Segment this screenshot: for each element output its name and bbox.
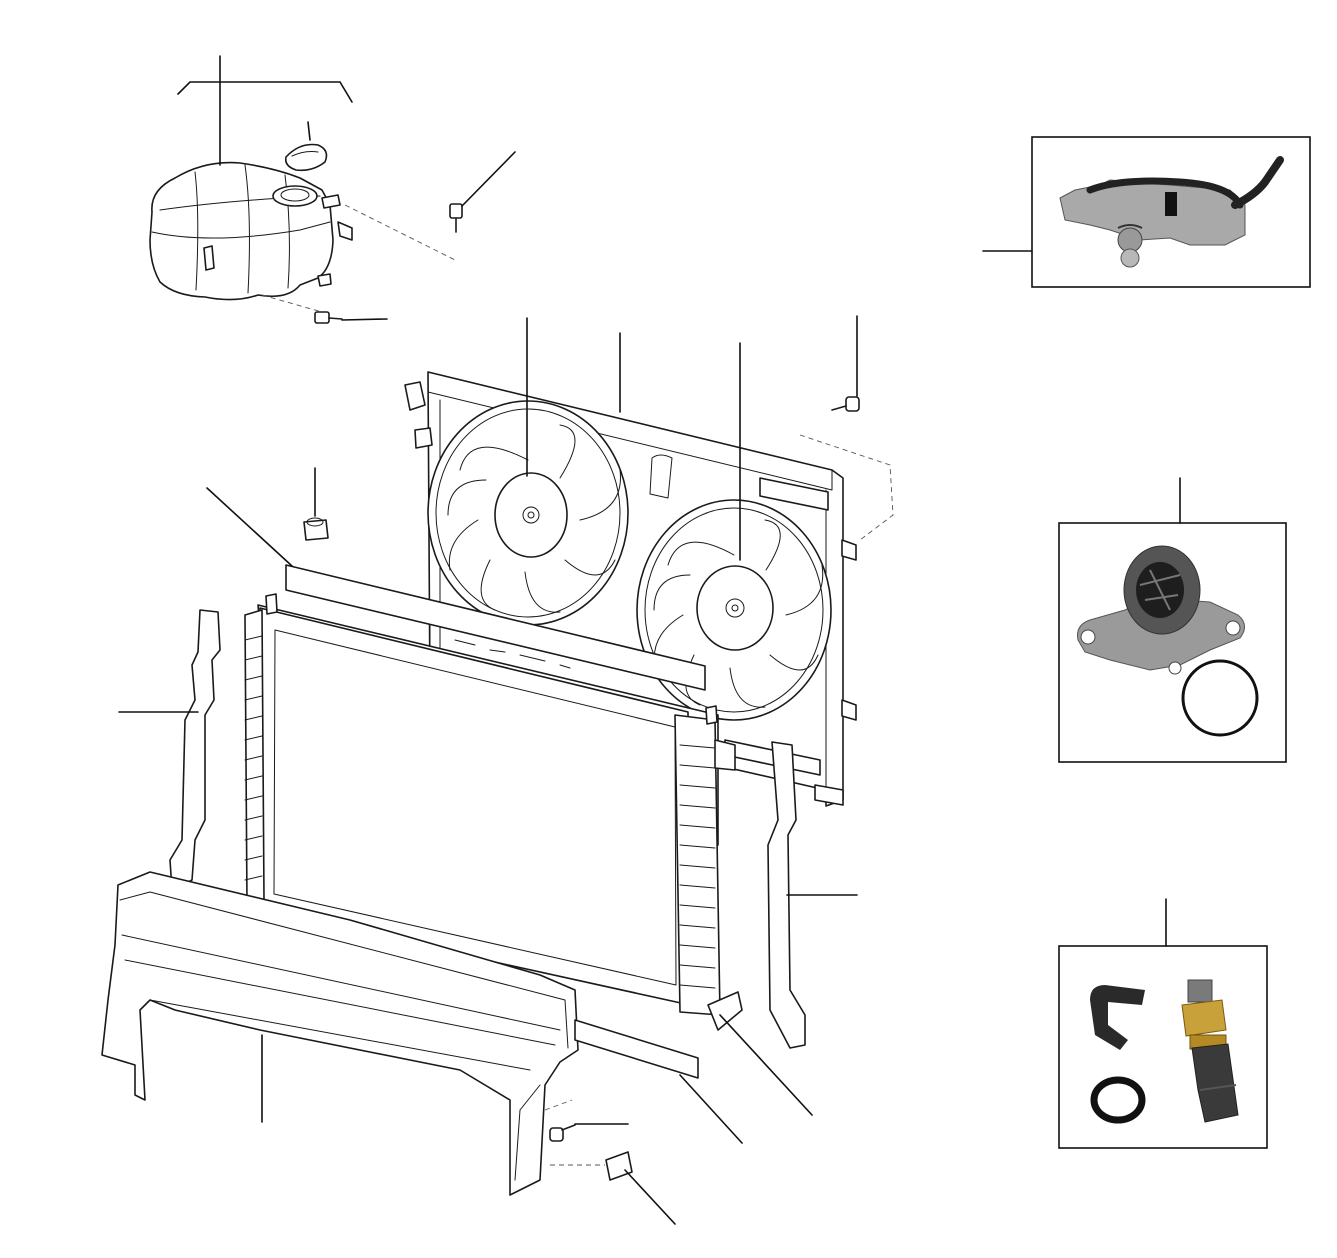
radiator-drain-outlet bbox=[707, 991, 813, 1116]
coolant-temperature-sensor bbox=[1058, 898, 1268, 1149]
tank-bolt-upper bbox=[449, 151, 516, 233]
left-side-seal bbox=[118, 609, 221, 891]
water-pump bbox=[1058, 477, 1287, 763]
rubber-mount bbox=[303, 467, 329, 541]
lower-air-deflector bbox=[101, 871, 579, 1196]
cooling-fan-left bbox=[427, 317, 629, 626]
radiator bbox=[244, 593, 736, 1016]
tank-bolt-lower-guide bbox=[261, 294, 323, 313]
tank-filler-cap bbox=[284, 121, 328, 172]
right-side-seal bbox=[767, 741, 858, 1049]
deflector-bolt bbox=[549, 1123, 629, 1142]
tank-bracket bbox=[177, 81, 353, 103]
deflector-bolt-guide bbox=[544, 1099, 573, 1111]
expansion-tank bbox=[149, 161, 353, 301]
thermostat-housing bbox=[982, 136, 1311, 288]
tank-bolt-lower bbox=[314, 311, 388, 324]
shroud-bolt-guide bbox=[799, 434, 894, 541]
lower-foam-seal bbox=[574, 1019, 743, 1144]
upper-foam-seal bbox=[206, 487, 706, 691]
tank-bolt-upper-guide bbox=[344, 204, 456, 261]
shroud-bolt bbox=[831, 315, 860, 412]
deflector-clip bbox=[605, 1151, 676, 1225]
